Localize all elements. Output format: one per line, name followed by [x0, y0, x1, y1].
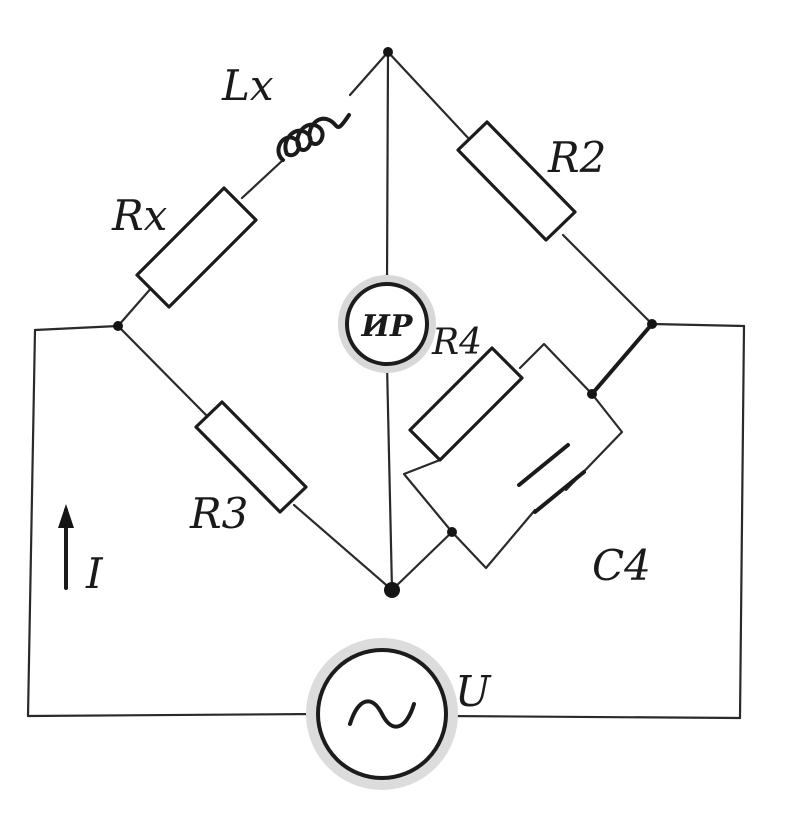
- label-r4: R4: [431, 322, 482, 363]
- node-top: [383, 47, 393, 57]
- wire-bottom-right: [444, 714, 742, 720]
- wire-rc-to-right: [590, 322, 654, 396]
- wire-bottom-to-rc: [390, 530, 454, 592]
- node-bottom: [384, 582, 400, 598]
- wire-r2-to-right: [561, 233, 654, 326]
- ac-source-icon: [306, 638, 458, 790]
- node-right: [647, 319, 657, 329]
- label-i: I: [85, 549, 104, 598]
- wire-left-side: [26, 328, 37, 718]
- wire-meter-to-bottom: [385, 362, 394, 592]
- wire-top-to-r2: [386, 50, 472, 142]
- wire-right-top: [650, 322, 746, 328]
- wire-right-side: [738, 324, 746, 720]
- wire-r3-to-bottom: [292, 503, 394, 592]
- node-rc-bottom: [447, 527, 457, 537]
- wire-left-top: [33, 324, 120, 332]
- current-arrow-icon: [58, 504, 74, 590]
- inductor-lx: [276, 113, 351, 162]
- wire-lx-to-top: [348, 50, 390, 97]
- wire-bottom-left: [26, 712, 320, 718]
- label-r3: R3: [189, 489, 248, 538]
- resistor-rx: [135, 186, 258, 309]
- rc-upper-rail: [518, 342, 594, 396]
- label-r2: R2: [547, 133, 606, 182]
- null-indicator-icon: ИР: [338, 275, 436, 373]
- meter-label: ИР: [361, 309, 414, 344]
- wire-left-to-rx: [116, 284, 155, 328]
- capacitor-c4-plate-b: [533, 470, 586, 514]
- sine-wave-icon: [348, 699, 416, 729]
- label-rx: Rx: [111, 191, 168, 240]
- supply-loop: [26, 322, 746, 720]
- bridge-wires: [116, 50, 654, 592]
- resistor-r3: [194, 400, 308, 514]
- label-c4: C4: [592, 541, 651, 590]
- wire-rx-to-lx: [240, 158, 285, 200]
- rc-lower-rail: [450, 508, 537, 570]
- wire-left-to-r3: [116, 324, 208, 417]
- node-rc-top: [587, 389, 597, 399]
- rc-right-rail: [564, 392, 624, 492]
- rc-left-rail: [402, 458, 454, 534]
- capacitor-c4-plate-a: [517, 443, 570, 487]
- node-left: [113, 321, 123, 331]
- label-lx: Lx: [221, 61, 274, 110]
- resistor-r2: [456, 120, 577, 242]
- r4-c4-parallel-network: [402, 342, 624, 570]
- label-u: U: [455, 667, 492, 716]
- resistor-r4: [408, 346, 524, 462]
- wire-top-to-meter: [385, 50, 390, 286]
